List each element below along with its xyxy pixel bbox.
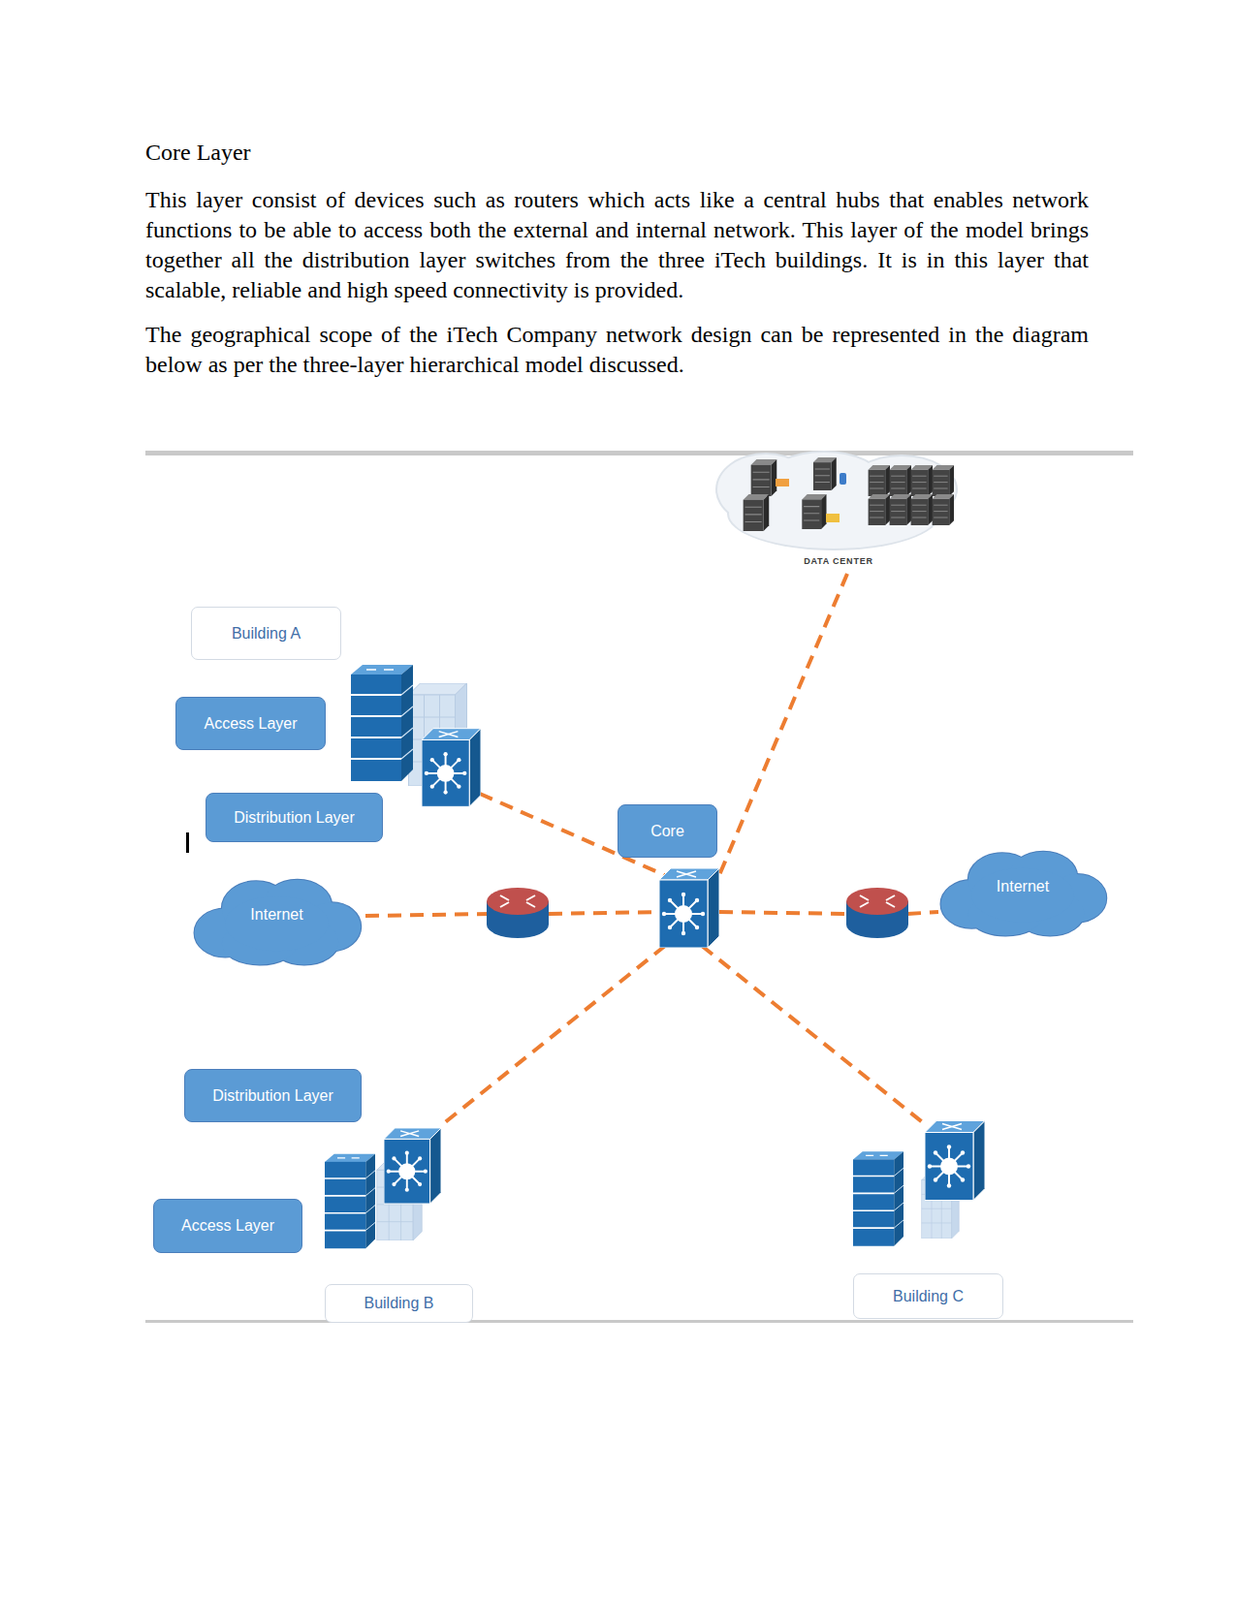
body-paragraph: This layer consist of devices such as ro… xyxy=(145,185,1089,306)
layer-box: Distribution Layer xyxy=(205,792,383,843)
node-label: Building A xyxy=(231,625,301,643)
node-label: Access Layer xyxy=(203,715,297,733)
data-center-cloud: DATA CENTER xyxy=(717,453,960,569)
building-label: Building C xyxy=(853,1273,1004,1320)
layer-box: Access Layer xyxy=(175,697,326,751)
building-label: Building B xyxy=(324,1284,474,1324)
node-label: Internet xyxy=(250,906,303,924)
node-label: Core xyxy=(650,823,685,841)
node-label: Building C xyxy=(892,1288,964,1306)
body-paragraph: The geographical scope of the iTech Comp… xyxy=(145,319,1089,381)
section-heading: Core Layer xyxy=(145,137,1089,168)
node-label: Internet xyxy=(996,878,1049,896)
layer-box: Access Layer xyxy=(153,1199,303,1254)
node-label: DATA CENTER xyxy=(803,556,874,567)
internet-cloud: Internet xyxy=(937,847,1109,938)
node-label: Distribution Layer xyxy=(233,809,355,827)
node-label: Distribution Layer xyxy=(212,1087,334,1106)
layer-box: Distribution Layer xyxy=(184,1069,362,1123)
node-label: Building B xyxy=(363,1295,434,1313)
layer-box: Core xyxy=(617,804,718,858)
internet-cloud: Internet xyxy=(190,875,363,967)
node-label: Access Layer xyxy=(181,1217,275,1236)
building-label: Building A xyxy=(190,606,342,661)
